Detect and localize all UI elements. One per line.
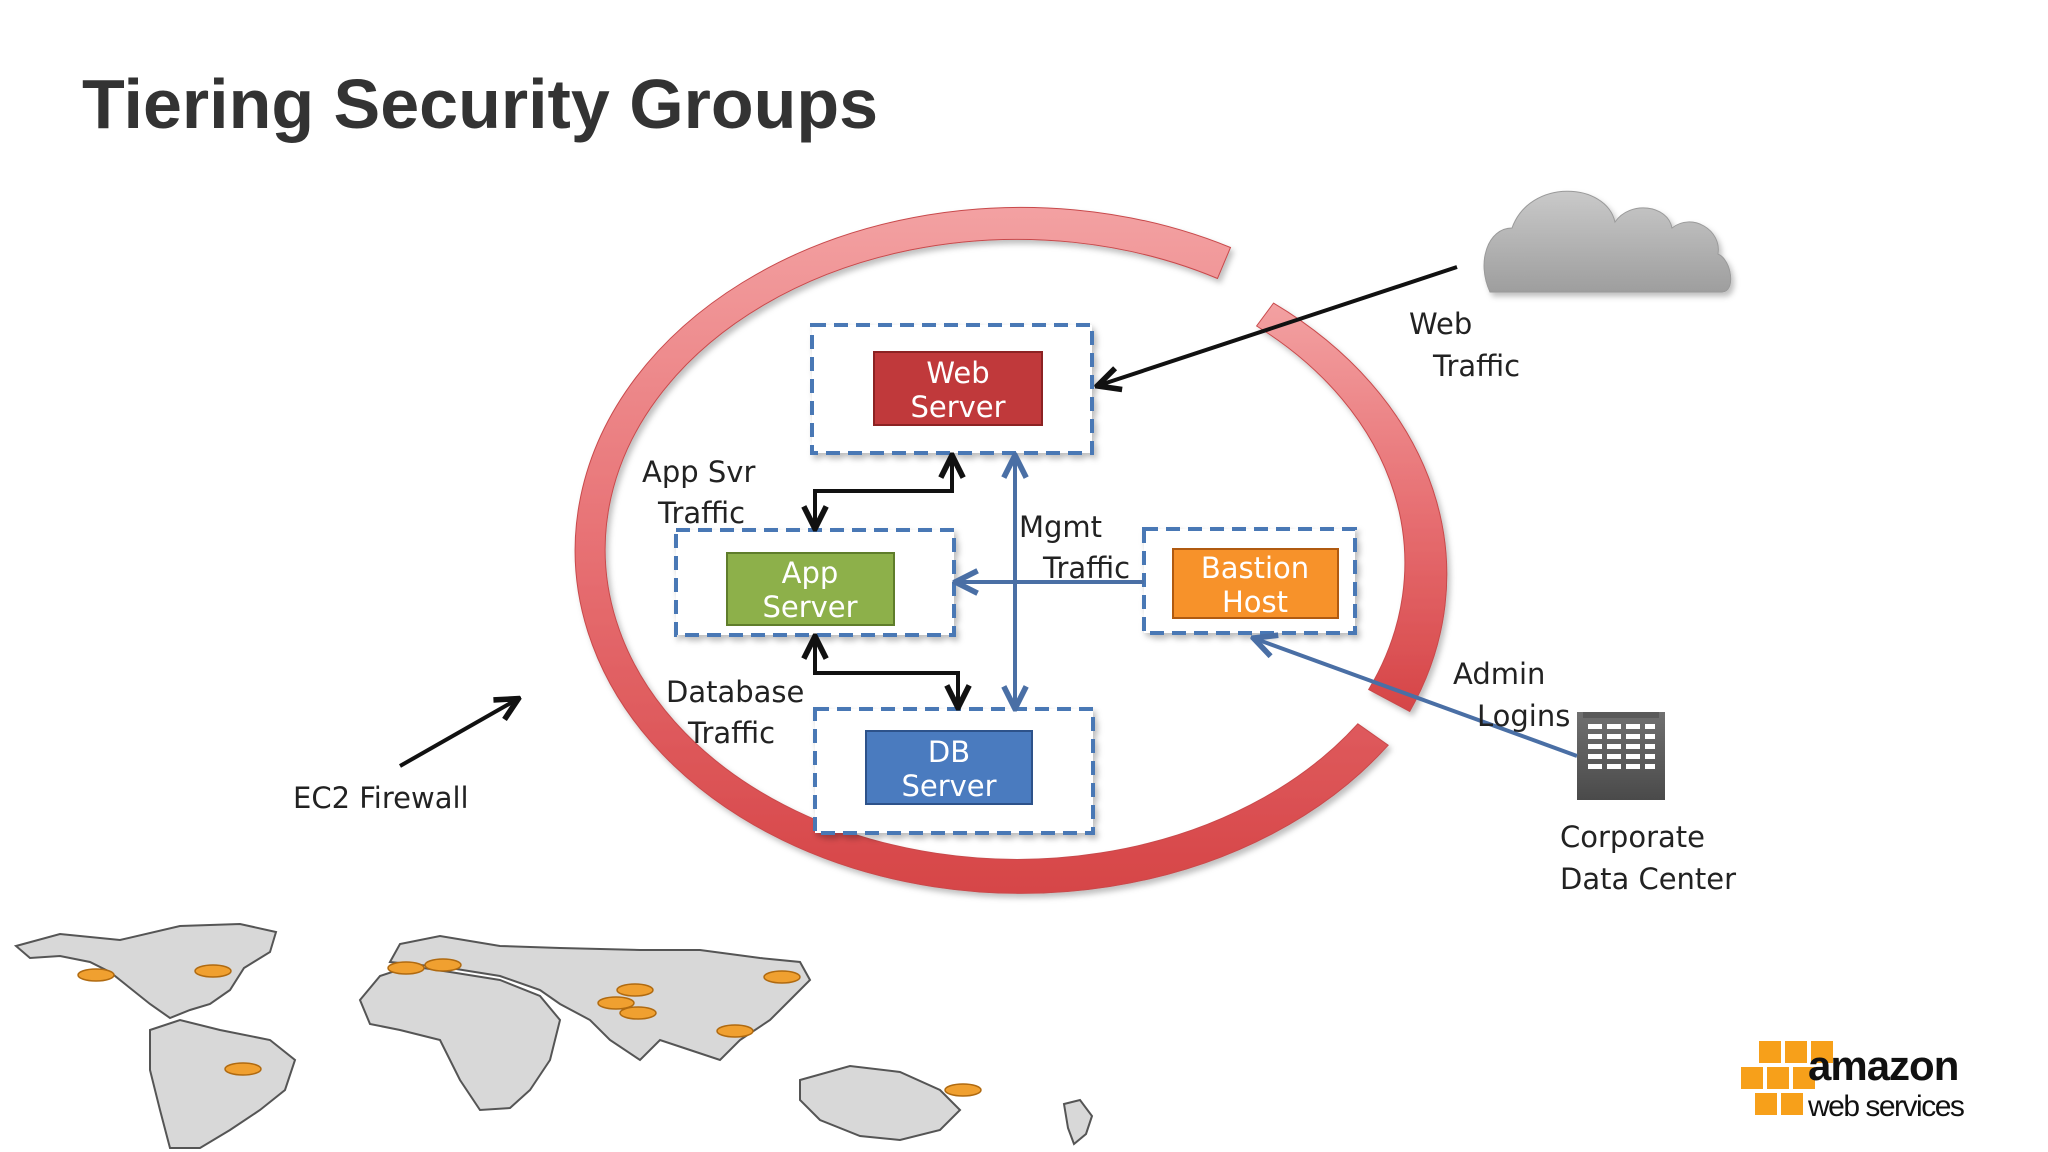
app-svr-traffic-label-2: Traffic bbox=[657, 496, 745, 530]
firewall-ring bbox=[574, 206, 1448, 894]
admin-logins-label-1: Admin bbox=[1453, 657, 1545, 691]
aws-logo-subtext: web services bbox=[1808, 1090, 1965, 1123]
building-icon bbox=[1577, 712, 1665, 800]
app-server-label-2: Server bbox=[762, 590, 857, 624]
web-traffic-arrow bbox=[1100, 265, 1458, 385]
database-traffic-arrow bbox=[815, 639, 958, 705]
admin-logins-label-2: Logins bbox=[1477, 699, 1570, 733]
app-server-box bbox=[726, 552, 895, 626]
corporate-data-center-label-2: Data Center bbox=[1560, 862, 1736, 896]
db-server-box bbox=[865, 730, 1033, 805]
map-eurasia bbox=[388, 934, 812, 1062]
slide-title: Tiering Security Groups bbox=[82, 65, 879, 143]
map-region-dots bbox=[77, 958, 982, 1097]
database-traffic-label-1: Database bbox=[666, 675, 804, 709]
db-server-label-1: DB bbox=[928, 735, 970, 769]
firewall-ring-segment bbox=[1255, 302, 1448, 713]
database-traffic-label-2: Traffic bbox=[687, 716, 775, 750]
cloud-icon bbox=[1483, 190, 1732, 293]
map-australia bbox=[799, 1064, 962, 1142]
web-traffic-label-2: Traffic bbox=[1432, 349, 1520, 383]
db-server-label-2: Server bbox=[901, 769, 996, 803]
map-north-america bbox=[13, 922, 278, 1020]
map-new-zealand bbox=[1062, 1098, 1094, 1146]
web-server-label-1: Web bbox=[926, 356, 989, 390]
app-server-label-1: App bbox=[782, 556, 839, 590]
map-africa bbox=[358, 964, 562, 1112]
world-map bbox=[13, 922, 1094, 1149]
ec2-firewall-label: EC2 Firewall bbox=[293, 781, 469, 815]
corporate-data-center-label-1: Corporate bbox=[1560, 820, 1705, 854]
firewall-ring-main bbox=[574, 206, 1389, 894]
app-svr-traffic-label-1: App Svr bbox=[642, 455, 755, 489]
admin-logins-arrow bbox=[1256, 639, 1578, 758]
web-server-box bbox=[873, 351, 1043, 426]
bastion-host-label-1: Bastion bbox=[1201, 551, 1309, 585]
bastion-host-box bbox=[1172, 548, 1339, 619]
web-traffic-label-1: Web bbox=[1409, 307, 1472, 341]
aws-logo: amazon web services bbox=[1736, 1040, 2006, 1130]
web-server-label-2: Server bbox=[910, 390, 1005, 424]
aws-logo-wordmark: amazon bbox=[1808, 1042, 1959, 1089]
mgmt-traffic-label-1: Mgmt bbox=[1019, 510, 1102, 544]
ec2-firewall-arrow bbox=[399, 700, 516, 768]
bastion-host-label-2: Host bbox=[1222, 585, 1288, 619]
map-south-america bbox=[149, 1018, 297, 1149]
mgmt-traffic-label-2: Traffic bbox=[1042, 551, 1130, 585]
app-svr-traffic-arrow bbox=[815, 458, 952, 526]
aws-cubes-logo bbox=[1739, 1039, 1835, 1117]
